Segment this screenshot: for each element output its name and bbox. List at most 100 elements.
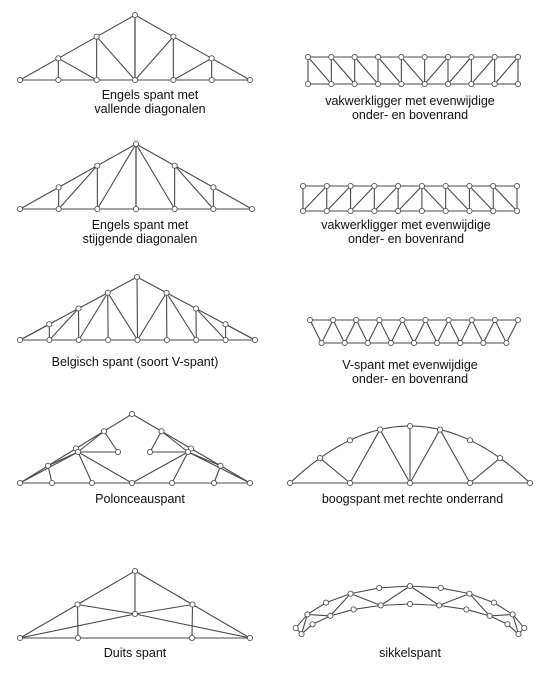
truss-joint <box>364 339 371 347</box>
truss-member <box>19 323 50 341</box>
truss-member <box>492 185 518 212</box>
truss-joint <box>347 207 354 215</box>
truss-member <box>57 36 98 59</box>
truss-joint <box>468 80 475 88</box>
truss-joint <box>490 182 497 190</box>
truss-boogspant <box>289 425 531 484</box>
truss-joint <box>75 305 82 312</box>
truss-joint <box>350 606 357 613</box>
truss-joint <box>170 33 177 40</box>
truss-member <box>353 604 382 610</box>
truss-member <box>397 185 423 212</box>
caption-line-1: Engels spant met <box>101 88 199 102</box>
truss-belgisch <box>19 276 256 341</box>
truss-engels-stijgend-nodes <box>16 140 256 213</box>
truss-joint <box>463 606 470 613</box>
truss-joint <box>246 634 254 642</box>
truss-member <box>195 307 227 325</box>
truss-joint <box>16 205 24 213</box>
truss-member <box>306 602 327 615</box>
truss-member <box>47 447 77 467</box>
truss-joint <box>304 80 312 88</box>
truss-joint <box>16 479 24 487</box>
truss-joint <box>468 316 475 324</box>
truss-member <box>57 57 98 81</box>
truss-joint <box>158 428 165 435</box>
caption-belgisch: Belgisch spant (soort V-spant) <box>20 355 250 369</box>
truss-member <box>306 613 331 617</box>
truss-joint <box>486 612 493 619</box>
truss-joint <box>251 336 259 344</box>
truss-v-spant-nodes <box>306 316 522 347</box>
truss-joint <box>128 479 136 487</box>
truss-joint <box>347 182 354 190</box>
truss-joint <box>421 53 428 61</box>
truss-joint <box>316 455 324 462</box>
truss-joint <box>134 336 141 344</box>
truss-joint <box>55 184 62 191</box>
truss-joint <box>468 53 475 61</box>
truss-member <box>77 292 109 310</box>
truss-member <box>329 608 355 617</box>
truss-joint <box>503 339 510 347</box>
truss-member <box>77 430 105 453</box>
truss-member <box>354 56 379 85</box>
caption-line-1: Polonceauspant <box>95 492 185 506</box>
truss-joint <box>246 479 254 487</box>
truss-member <box>447 56 472 85</box>
truss-member <box>350 593 382 606</box>
truss-member <box>149 430 163 453</box>
truss-member <box>96 14 136 38</box>
truss-member <box>78 292 109 341</box>
truss-joint <box>395 182 402 190</box>
truss-member <box>48 307 80 341</box>
truss-joint <box>351 80 358 88</box>
truss-member <box>377 56 402 85</box>
truss-member <box>311 615 331 625</box>
truss-member <box>440 587 470 595</box>
truss-joint <box>306 316 314 324</box>
truss-joint <box>128 410 136 418</box>
truss-belgisch-nodes <box>16 273 259 344</box>
truss-member <box>330 56 356 85</box>
truss-joint <box>513 182 521 190</box>
truss-member <box>58 165 98 188</box>
truss-joint <box>184 448 192 456</box>
truss-joint <box>444 80 452 88</box>
truss-joint <box>246 76 254 84</box>
truss-joint <box>466 590 473 597</box>
truss-member <box>107 292 139 341</box>
truss-v-spant <box>309 319 519 344</box>
truss-joint <box>328 53 335 61</box>
truss-member <box>469 457 501 484</box>
truss-joint <box>514 80 522 88</box>
truss-member <box>131 413 163 432</box>
truss-joint <box>55 205 62 213</box>
truss-joint <box>94 205 101 213</box>
caption-line-2: vallende diagonalen <box>94 102 206 116</box>
caption-line-1: Belgisch spant (soort V-spant) <box>51 355 219 369</box>
truss-joint <box>410 339 418 347</box>
truss-joint <box>146 448 154 456</box>
truss-member <box>174 165 214 188</box>
truss-member <box>355 319 369 344</box>
truss-member <box>401 319 415 344</box>
truss-joint <box>442 182 449 190</box>
truss-member <box>494 56 519 85</box>
truss-joint <box>163 289 170 296</box>
caption-duits: Duits spant <box>35 646 235 660</box>
truss-member <box>191 603 251 639</box>
truss-member <box>350 587 380 595</box>
truss-sikkel-nodes <box>292 582 528 638</box>
truss-duits <box>19 570 251 639</box>
truss-joint <box>292 625 299 632</box>
truss-member <box>107 276 138 294</box>
truss-joint <box>466 207 473 215</box>
truss-joint <box>466 182 473 190</box>
truss-joint <box>323 207 330 215</box>
truss-joint <box>188 634 196 642</box>
truss-joint <box>514 316 522 324</box>
truss-joint <box>376 426 384 433</box>
truss-joint <box>318 339 325 347</box>
